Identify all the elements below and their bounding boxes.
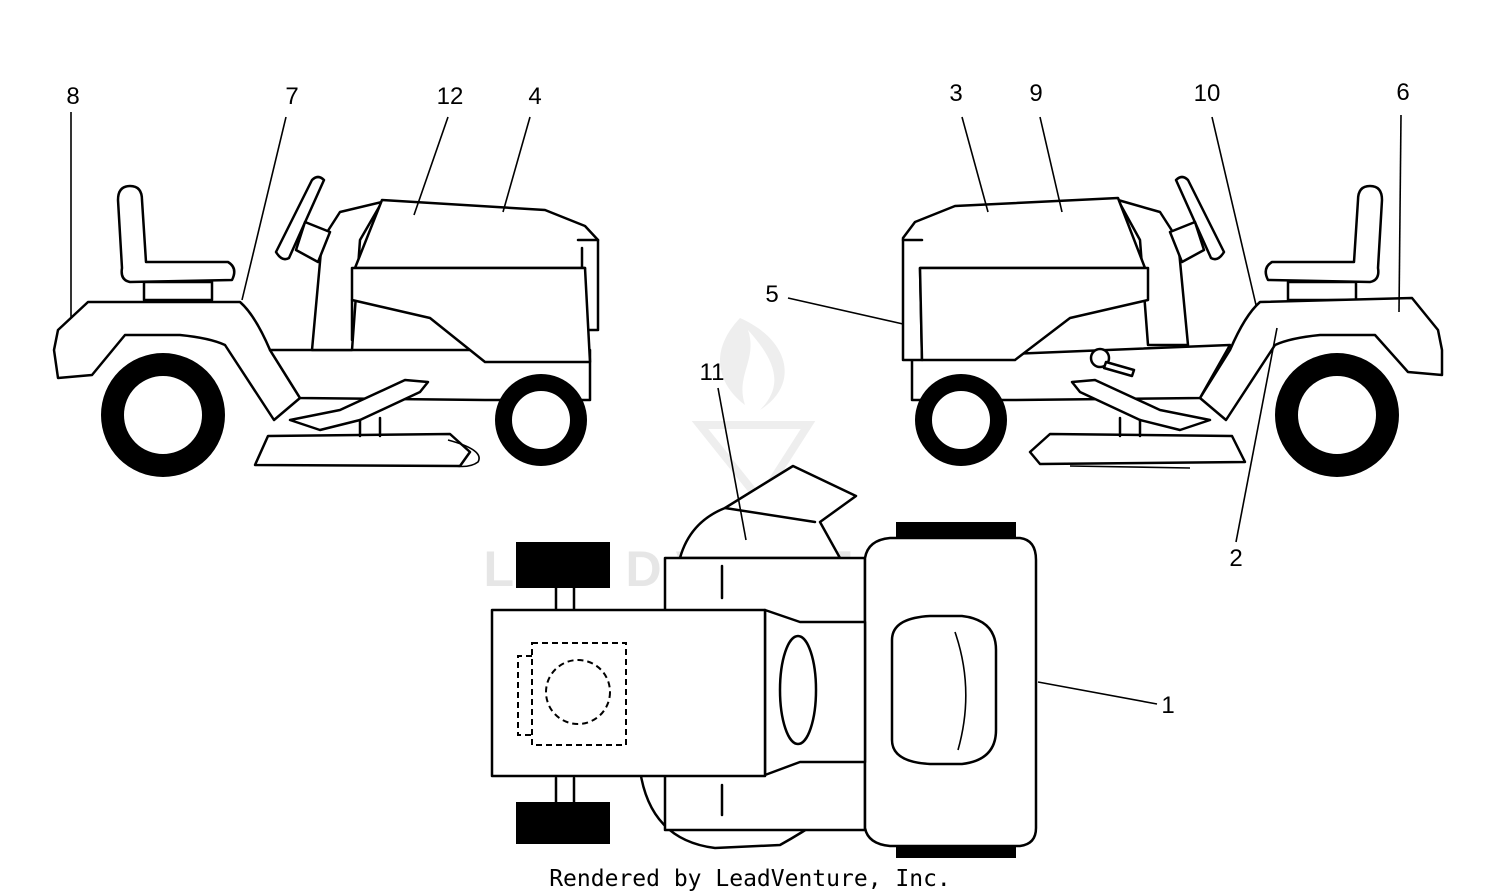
callout-6: 6 [1396, 79, 1409, 106]
callout-3: 3 [949, 80, 962, 107]
callout-11: 11 [700, 359, 725, 386]
leader-lines [70, 112, 1402, 705]
callout-5: 5 [765, 281, 778, 308]
callout-9: 9 [1029, 80, 1042, 107]
callout-7: 7 [285, 83, 298, 110]
callout-4: 4 [528, 83, 541, 110]
callout-12: 12 [437, 83, 464, 110]
top-view [490, 464, 1038, 858]
callout-1: 1 [1161, 692, 1174, 719]
callout-10: 10 [1194, 80, 1221, 107]
footer-credit: Rendered by LeadVenture, Inc. [549, 866, 951, 892]
right-side-view [901, 175, 1444, 477]
callout-labels: 8 7 12 4 3 9 10 6 5 11 2 1 [66, 79, 1409, 719]
left-side-view [52, 175, 600, 477]
callout-2: 2 [1229, 545, 1242, 572]
callout-8: 8 [66, 83, 79, 110]
